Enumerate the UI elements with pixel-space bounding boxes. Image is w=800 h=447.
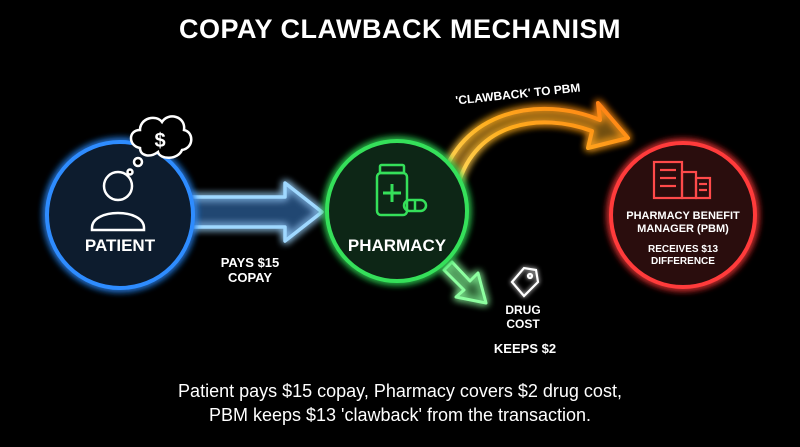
clawback-arrow bbox=[438, 101, 630, 187]
patient-circle bbox=[45, 140, 195, 290]
drug-cost-label-line1: DRUG bbox=[505, 303, 541, 317]
clawback-arrow-shape bbox=[438, 101, 630, 187]
pharmacy-circle bbox=[325, 139, 469, 283]
pbm-label-line1: PHARMACY BENEFIT bbox=[626, 210, 740, 222]
drug-cost-arrow bbox=[442, 260, 488, 305]
keeps-label: KEEPS $2 bbox=[493, 341, 557, 356]
pbm-note-line2: DIFFERENCE bbox=[651, 255, 715, 267]
caption-line2: PBM keeps $13 'clawback' from the transa… bbox=[208, 405, 592, 425]
svg-text:$: $ bbox=[154, 130, 165, 152]
payment-arrow-shape bbox=[186, 181, 324, 243]
payment-arrow bbox=[186, 181, 324, 243]
pbm-label: PHARMACY BENEFIT MANAGER (PBM) bbox=[613, 210, 753, 235]
patient-label: PATIENT bbox=[84, 236, 156, 255]
pbm-circle bbox=[609, 141, 757, 289]
payment-arrow-label: PAYS $15 COPAY bbox=[195, 255, 305, 286]
building-icon bbox=[652, 160, 712, 200]
pharmacy-label: PHARMACY bbox=[347, 236, 447, 255]
payment-arrow-label-line1: PAYS $15 bbox=[220, 255, 280, 270]
drug-cost-label: DRUG COST bbox=[488, 303, 558, 332]
caption-line1: Patient pays $15 copay, Pharmacy covers … bbox=[178, 381, 622, 401]
pill-bottle-icon bbox=[375, 163, 428, 217]
money-thought-icon: $ bbox=[126, 115, 193, 176]
price-tag-icon bbox=[510, 266, 540, 298]
payment-arrow-label-line2: COPAY bbox=[227, 269, 273, 285]
drug-cost-arrow-shape bbox=[442, 260, 488, 305]
pbm-note: RECEIVES $13 DIFFERENCE bbox=[623, 244, 743, 267]
drug-cost-label-line2: COST bbox=[506, 316, 540, 331]
pbm-note-line1: RECEIVES $13 bbox=[647, 244, 719, 255]
page-title: COPAY CLAWBACK MECHANISM bbox=[178, 14, 622, 44]
patient-node bbox=[45, 140, 195, 290]
pbm-node bbox=[609, 141, 757, 289]
person-icon bbox=[90, 170, 146, 232]
pharmacy-node bbox=[325, 139, 469, 283]
pbm-label-line2: MANAGER (PBM) bbox=[637, 222, 729, 235]
